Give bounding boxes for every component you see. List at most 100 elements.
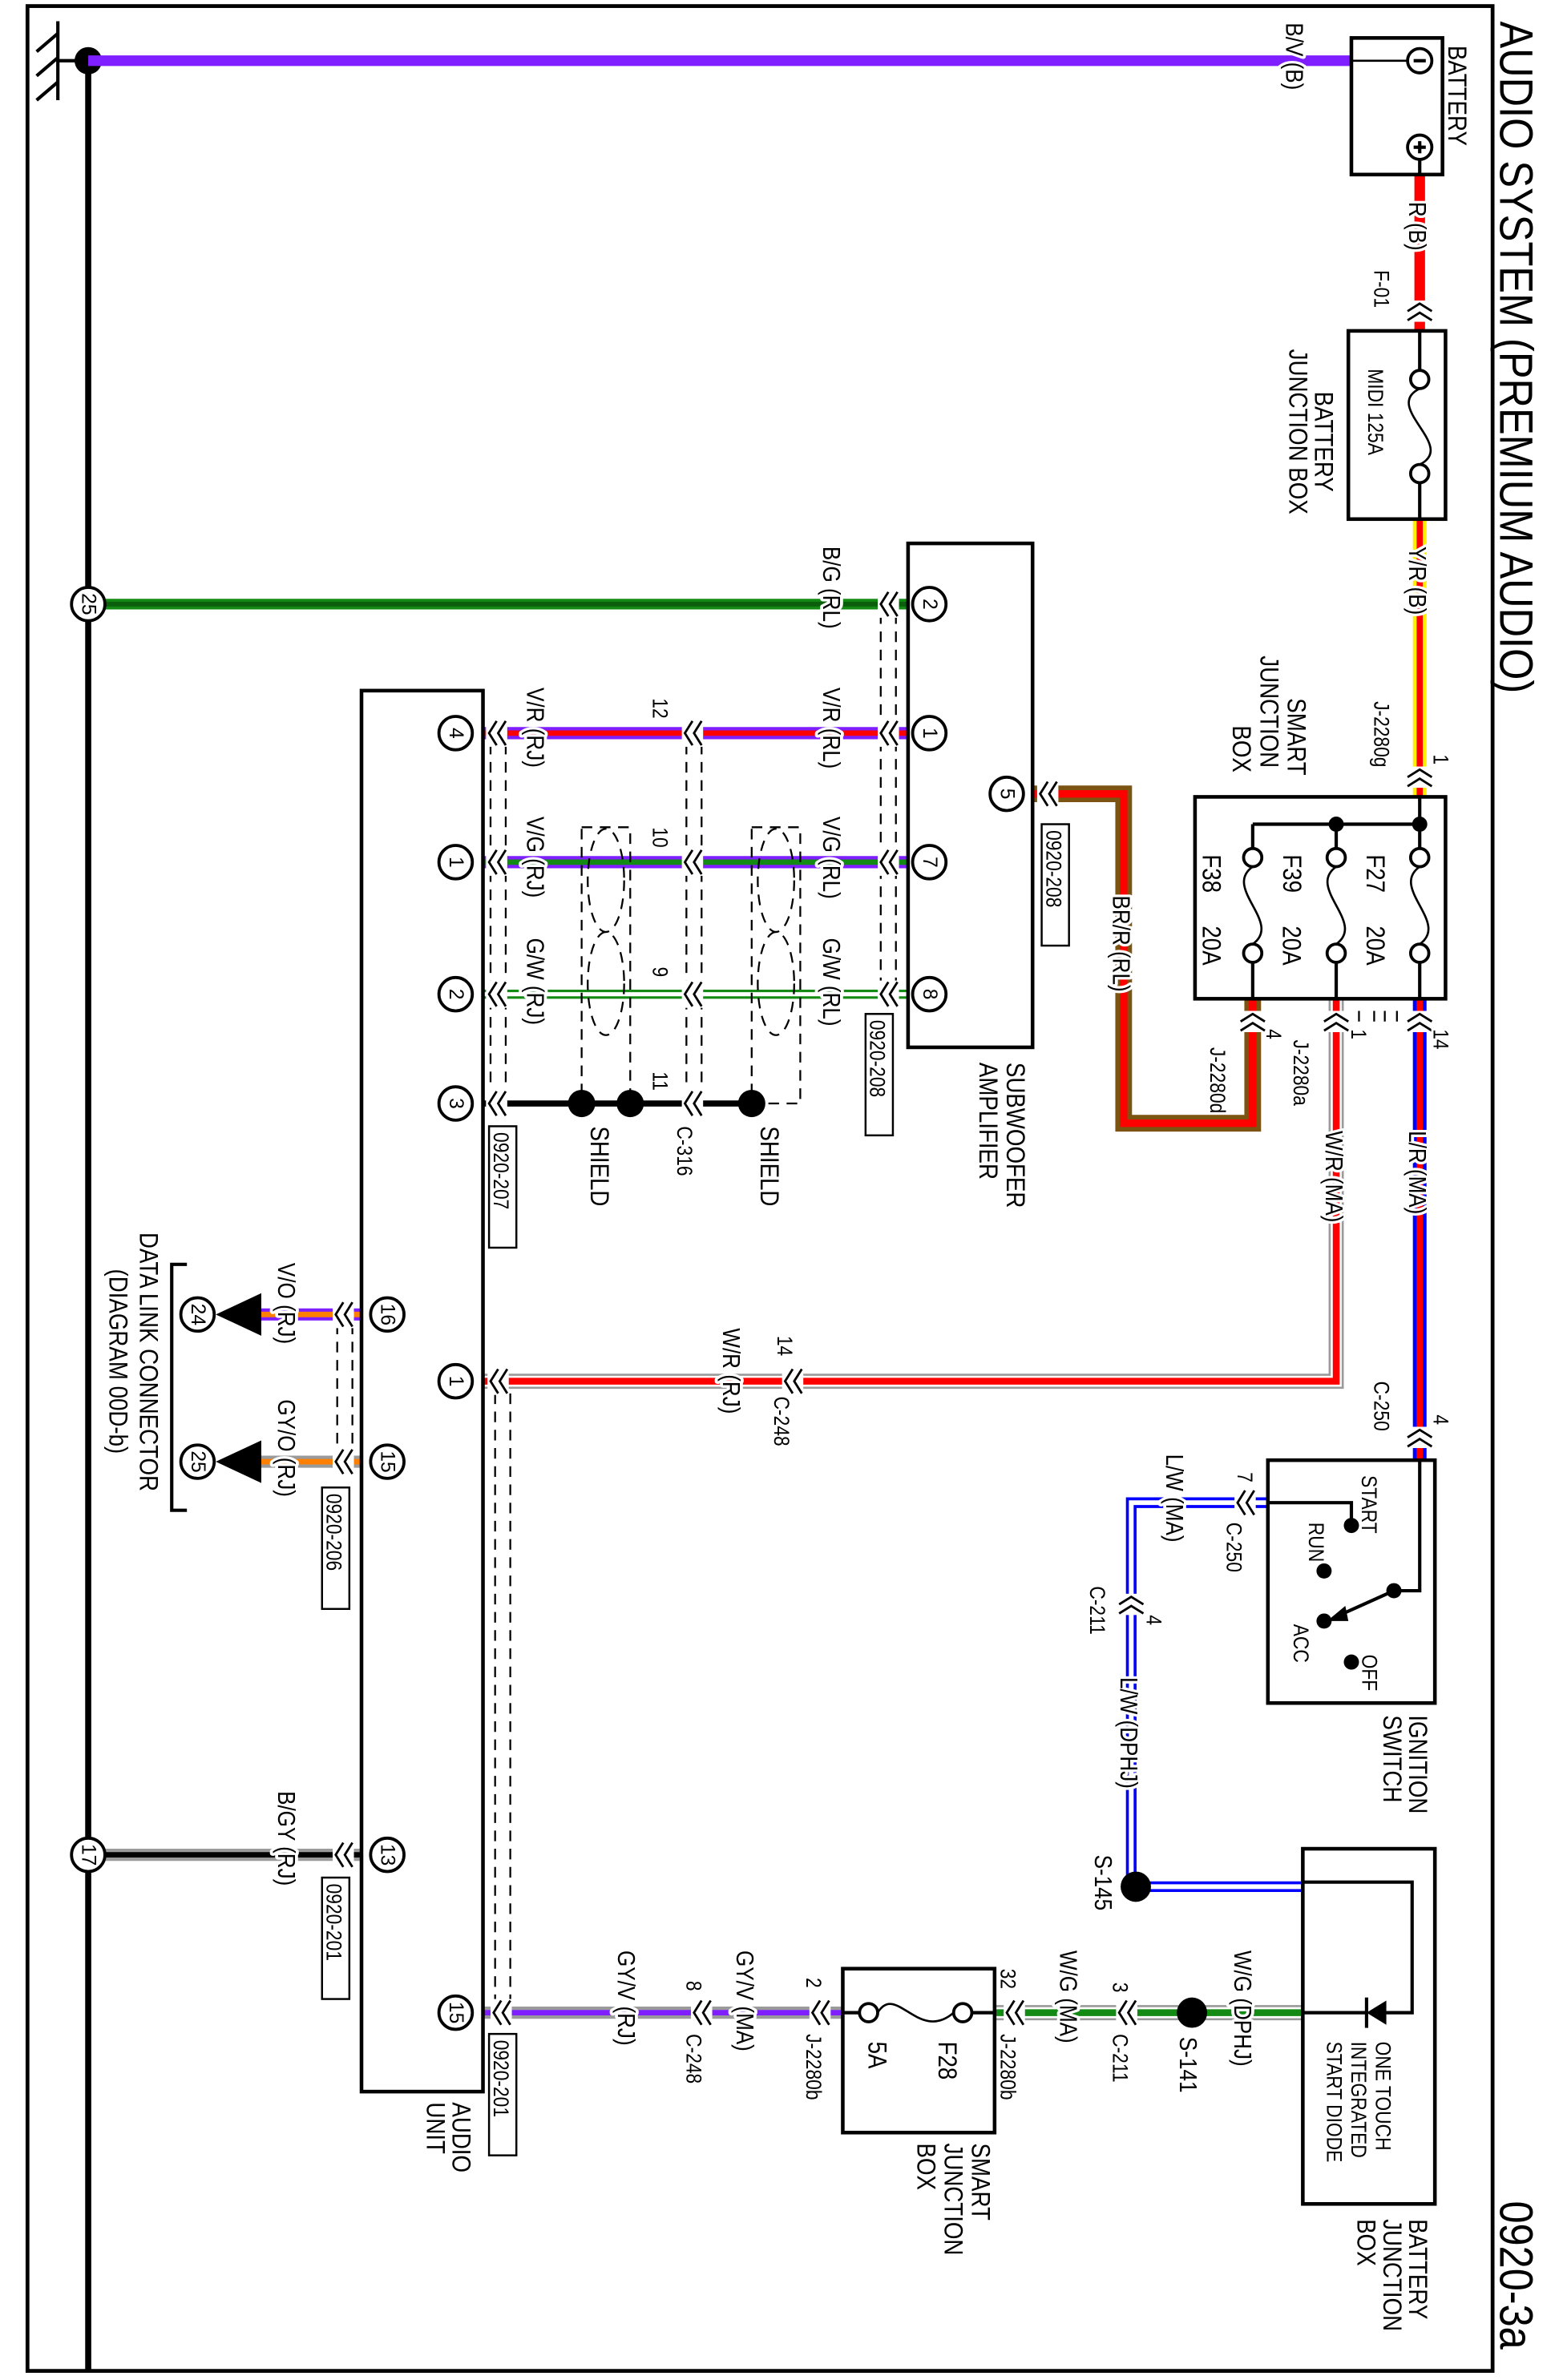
- connector-pin: 32: [996, 1969, 1019, 1989]
- connector-id: C-211: [1108, 2034, 1131, 2082]
- connector-id: F-01: [1369, 270, 1392, 308]
- battery-jb-label: JUNCTION: [1377, 2219, 1405, 2331]
- connector-id: J-2280b: [996, 2034, 1019, 2100]
- diagram-title: AUDIO SYSTEM (PREMIUM AUDIO): [1490, 22, 1543, 694]
- wire-label: W/G (DPHJ): [1230, 1950, 1257, 2067]
- fuse-icon: [1409, 865, 1430, 946]
- smart-jb-label: SMART: [966, 2144, 994, 2221]
- wire-label: L/R (MA): [1404, 1131, 1432, 1214]
- fuse-rating: 5A: [862, 2042, 891, 2069]
- diagram-ref-box: [321, 1876, 351, 2000]
- pin-number: 16: [377, 1304, 398, 1325]
- ignition-label: IGNITION: [1403, 1715, 1431, 1813]
- connector-id: J-2280a: [1289, 1039, 1312, 1106]
- position-label: OFF: [1357, 1655, 1380, 1692]
- pin-number: 25: [187, 1450, 208, 1472]
- wire-label: V/R (RJ): [522, 688, 549, 768]
- shield-label: SHIELD: [585, 1126, 613, 1206]
- fuse-rating: 20A: [1360, 926, 1388, 965]
- pin-number: 2: [445, 989, 466, 1000]
- datalink-label: DATA LINK CONNECTOR: [134, 1232, 162, 1491]
- pins: 2 1 7 8 5 4 1 2 3 1 15 16 15 13 24 25 25…: [70, 586, 1025, 2031]
- datalink-connector: [170, 1262, 261, 1512]
- battery-jb-label: BATTERY: [1403, 2219, 1431, 2319]
- wire-l-w-stripe: [1129, 1500, 1303, 1890]
- wire-label: B/G (RL): [818, 547, 845, 629]
- diode-icon: [1366, 2000, 1387, 2025]
- battery-jb-label: JUNCTION BOX: [1283, 349, 1311, 514]
- wire-label: B/GY (RJ): [273, 1791, 300, 1886]
- diagram-ref[interactable]: 0920-208: [1039, 828, 1066, 910]
- diagram-ref[interactable]: 0920-208: [862, 1018, 890, 1099]
- connector-pin: 12: [648, 698, 671, 718]
- fuse-name: F27: [1360, 854, 1388, 893]
- connector-pin: 1: [1347, 1029, 1370, 1039]
- wire-label: W/G (MA): [1055, 1950, 1082, 2043]
- fuse-name: F39: [1277, 854, 1305, 893]
- connector-pin: 9: [648, 967, 671, 978]
- connector-pin: 4: [1141, 1615, 1165, 1625]
- connector-pin: 7: [1232, 1472, 1255, 1482]
- position-label: START: [1357, 1475, 1380, 1534]
- wire-label: GY/V (MA): [731, 1950, 758, 2051]
- connector-id: C-250: [1369, 1382, 1392, 1431]
- contact-off: [1343, 1654, 1359, 1670]
- wire-label: W/R (RJ): [717, 1328, 745, 1414]
- connector-pin: 14: [1428, 1029, 1452, 1050]
- smart-junction-box-bottom: [841, 1967, 997, 2135]
- datalink-label: (DIAGRAM 00D-b): [103, 1269, 131, 1454]
- wire-label: L/W (DPHJ): [1116, 1677, 1143, 1789]
- connector-id: J-2280g: [1369, 701, 1392, 767]
- wire-label: L/W (MA): [1161, 1454, 1188, 1543]
- wire-label: BR/R (RL): [1108, 896, 1135, 992]
- wire-label: R (B): [1404, 202, 1432, 251]
- shield-label: SHIELD: [755, 1126, 783, 1206]
- fuse-label: MIDI 125A: [1363, 369, 1386, 455]
- battery: [1349, 36, 1444, 177]
- contact-start: [1343, 1518, 1359, 1534]
- wire-label: GY/O (RJ): [273, 1399, 300, 1497]
- contact-run: [1316, 1563, 1332, 1579]
- battery-junction-box-bottom: [1301, 1846, 1437, 2206]
- pin-number: 1: [919, 728, 940, 739]
- wire-label: GY/V (RJ): [613, 1950, 640, 2046]
- pin-number: 2: [919, 599, 940, 610]
- diagram-ref-box: [321, 1486, 351, 1611]
- diagram-ref[interactable]: 0920-207: [487, 1130, 514, 1212]
- connector-id: C-250: [1222, 1523, 1245, 1572]
- smart-jb-label: BOX: [911, 2144, 939, 2190]
- fuse-icon: [1408, 387, 1432, 466]
- connector-id: J-2280d: [1205, 1047, 1228, 1113]
- connector-pin: 8: [681, 1981, 705, 1991]
- shield-node: [567, 1089, 596, 1118]
- ignition-label: SWITCH: [1377, 1715, 1405, 1802]
- position-label: RUN: [1304, 1523, 1327, 1562]
- battery-jb-label: BOX: [1351, 2219, 1379, 2265]
- smart-junction-box-top: [1193, 795, 1448, 1001]
- connector-pin: 3: [1108, 1983, 1131, 1993]
- smart-jb-label: JUNCTION: [1254, 656, 1282, 768]
- position-label: ACC: [1289, 1624, 1312, 1663]
- battery-jb-label: BATTERY: [1309, 392, 1337, 492]
- wire-label: Y/R (B): [1404, 547, 1432, 615]
- diagram-ref[interactable]: 0920-201: [487, 2038, 514, 2120]
- connector-pin: 14: [773, 1336, 796, 1357]
- splice-label: S-141: [1175, 2037, 1202, 2093]
- wire-label: B/V (B): [1281, 22, 1308, 90]
- fuse-rating: 20A: [1277, 926, 1305, 965]
- ignition-switch: [1266, 1458, 1437, 1705]
- diagram-frame: [25, 4, 1495, 2374]
- subwoofer-label: SUBWOOFER: [1001, 1063, 1029, 1208]
- battery-junction-box-top: [1346, 329, 1448, 522]
- shield-node: [616, 1089, 644, 1118]
- pin-number: 15: [377, 1450, 398, 1472]
- subwoofer-label: AMPLIFIER: [973, 1063, 1001, 1180]
- connector-pin: 4: [1428, 1414, 1452, 1425]
- contact-acc: [1316, 1613, 1332, 1629]
- wire-br-r-stripe: [1032, 789, 1257, 1127]
- wire-label: V/O (RJ): [273, 1263, 300, 1344]
- battery-label: BATTERY: [1443, 46, 1471, 146]
- pin-number: 3: [445, 1098, 466, 1109]
- diagram-ref[interactable]: 0920-201: [319, 1882, 346, 1963]
- diagram-ref[interactable]: 0920-206: [319, 1491, 346, 1573]
